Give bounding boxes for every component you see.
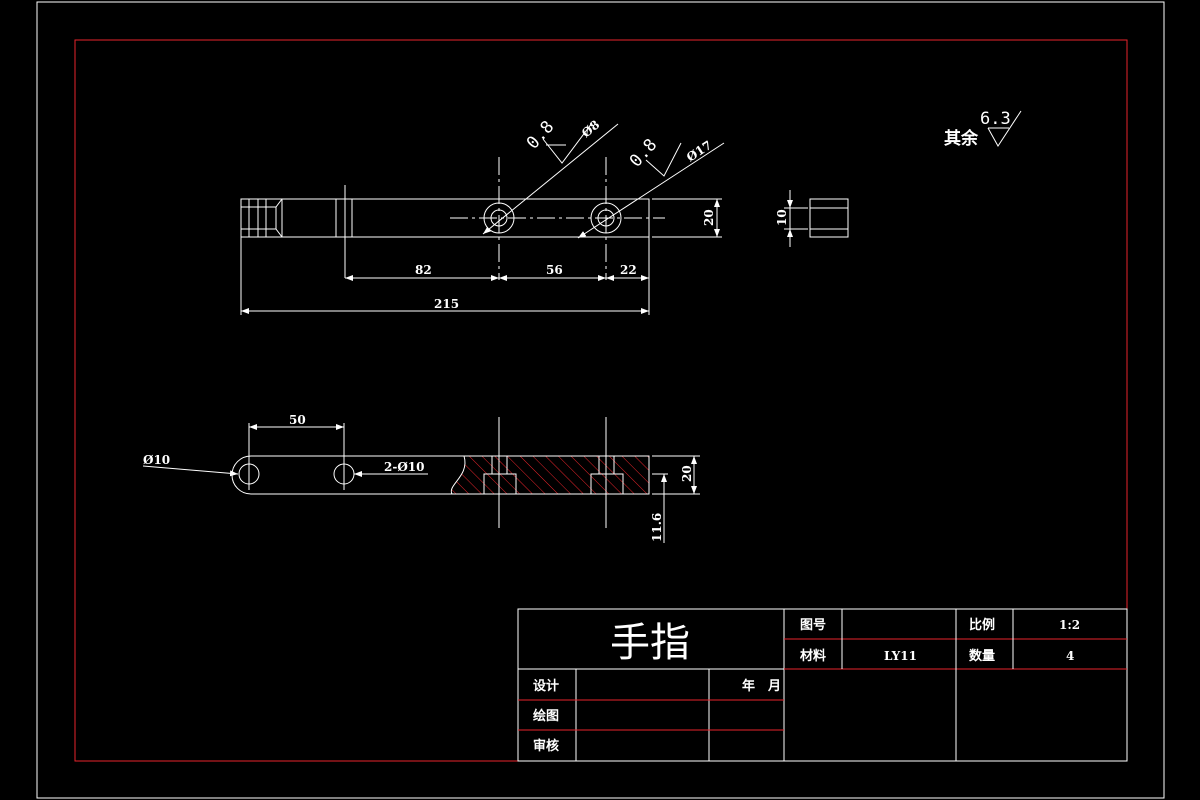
top-roughness-2: 0.8 <box>626 135 661 171</box>
bottom-diameter-end: Ø10 <box>143 453 170 467</box>
top-roughness-1: 0.8 <box>523 117 558 153</box>
top-view: 0.8 Ø8 0.8 Ø17 20 82 56 22 215 <box>240 117 725 315</box>
year-label: 年 <box>742 678 755 694</box>
quantity-label: 数量 <box>969 648 995 664</box>
material-value: LY11 <box>884 649 917 663</box>
design-label: 设计 <box>533 678 559 694</box>
top-dim-215: 215 <box>434 297 459 311</box>
top-dim-56: 56 <box>546 263 563 277</box>
drawing-no-label: 图号 <box>800 618 826 633</box>
outer-border <box>36 1 1165 799</box>
quantity-value: 4 <box>1066 649 1074 663</box>
bottom-dim-depth: 11.6 <box>650 513 664 542</box>
surface-finish-value: 6.3 <box>980 109 1011 129</box>
material-label: 材料 <box>800 648 826 664</box>
bottom-holes-label: 2-Ø10 <box>384 460 424 474</box>
top-diameter-2: Ø17 <box>684 138 714 165</box>
bottom-dim-50: 50 <box>289 413 306 427</box>
side-view: 10 <box>775 190 849 247</box>
scale-value: 1:2 <box>1059 618 1080 632</box>
drawn-label: 绘图 <box>533 708 559 724</box>
top-dim-height: 20 <box>702 209 716 226</box>
title-block: 手指 图号 比例 1:2 材料 LY11 数量 4 设计 绘图 审核 年 月 <box>517 608 1128 762</box>
top-dim-22: 22 <box>620 263 637 277</box>
bottom-dim-height: 20 <box>680 465 694 482</box>
surface-finish-note: 其余 6.3 <box>944 109 1022 149</box>
review-label: 审核 <box>533 738 559 754</box>
bottom-view: 50 Ø10 2-Ø10 20 11.6 <box>142 413 700 543</box>
scale-label: 比例 <box>969 617 995 633</box>
part-name: 手指 <box>610 620 690 666</box>
top-dim-82: 82 <box>415 263 432 277</box>
side-dim-10: 10 <box>775 209 789 226</box>
surface-finish-remark: 其余 <box>944 128 979 149</box>
top-diameter-1: Ø8 <box>579 117 602 140</box>
month-label: 月 <box>767 679 781 694</box>
